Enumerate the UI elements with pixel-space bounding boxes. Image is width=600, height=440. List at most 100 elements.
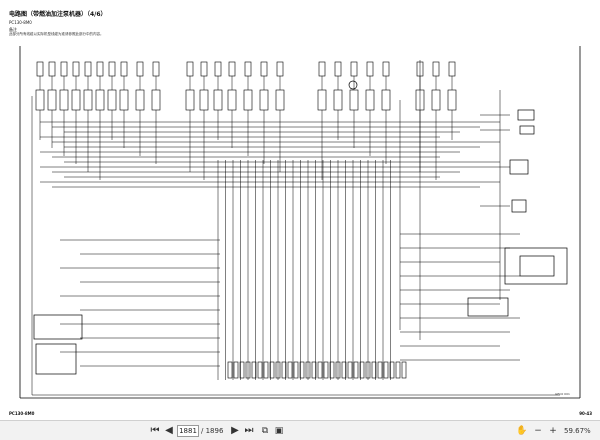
diagram-wires bbox=[31, 60, 560, 396]
connector-body bbox=[259, 89, 269, 111]
connector-bottom bbox=[401, 361, 407, 379]
model-label: PC130-8M0 bbox=[9, 20, 32, 25]
zoom-level: 59.67% bbox=[564, 427, 591, 435]
fit-page-icon[interactable]: ▣ bbox=[274, 426, 284, 436]
connector-top bbox=[186, 61, 194, 77]
connector-top bbox=[48, 61, 56, 77]
connector-top bbox=[96, 61, 104, 77]
connector-body bbox=[95, 89, 105, 111]
zoom-in-icon[interactable]: + bbox=[549, 426, 557, 436]
connector-top bbox=[200, 61, 208, 77]
connector-body bbox=[213, 89, 223, 111]
connector-top bbox=[382, 61, 390, 77]
connector-top bbox=[350, 61, 358, 77]
connector-bottom bbox=[389, 361, 395, 379]
connector-top bbox=[432, 61, 440, 77]
connector-top bbox=[366, 61, 374, 77]
connector-body bbox=[185, 89, 195, 111]
connector-bottom bbox=[305, 361, 311, 379]
connector-top bbox=[260, 61, 268, 77]
document-page: 电路图（带燃油加注泵机器）（4/6） PC130-8M0 备注 此部分所有线缆以… bbox=[9, 11, 592, 416]
note-text: 此部分所有线缆以实际机型线缆为准请参照此部分中的内容。 bbox=[9, 32, 104, 36]
diagram-connectors bbox=[35, 61, 457, 379]
connector-bottom bbox=[395, 361, 401, 379]
connector-top bbox=[416, 61, 424, 77]
connector-top bbox=[84, 61, 92, 77]
connector-bottom bbox=[281, 361, 287, 379]
connector-body bbox=[415, 89, 425, 111]
connector-bottom bbox=[263, 361, 269, 379]
connector-top bbox=[36, 61, 44, 77]
connector-bottom bbox=[329, 361, 335, 379]
connector-bottom bbox=[353, 361, 359, 379]
connector-body bbox=[59, 89, 69, 111]
connector-bottom bbox=[335, 361, 341, 379]
connector-top bbox=[318, 61, 326, 77]
connector-bottom bbox=[323, 361, 329, 379]
previous-page-icon[interactable]: ◀ bbox=[165, 425, 173, 436]
connector-top bbox=[276, 61, 284, 77]
connector-body bbox=[381, 89, 391, 111]
connector-bottom bbox=[383, 361, 389, 379]
connector-body bbox=[107, 89, 117, 111]
connector-body bbox=[431, 89, 441, 111]
connector-top bbox=[228, 61, 236, 77]
connector-bottom bbox=[311, 361, 317, 379]
connector-body bbox=[349, 89, 359, 111]
connector-body bbox=[227, 89, 237, 111]
connector-top bbox=[152, 61, 160, 77]
copy-icon[interactable]: ⧉ bbox=[261, 426, 269, 436]
connector-body bbox=[47, 89, 57, 111]
wiring-diagram bbox=[19, 46, 581, 399]
footer-page-number: 90-43 bbox=[579, 411, 592, 416]
connector-body bbox=[333, 89, 343, 111]
connector-top bbox=[448, 61, 456, 77]
pdf-toolbar: ⏮ ◀ / 1896 ▶ ⏭ ⧉ ▣ ✋ − + 59.67% bbox=[0, 420, 600, 440]
diagram-frame bbox=[19, 46, 581, 399]
connector-bottom bbox=[377, 361, 383, 379]
footer-model: PC130-8M0 bbox=[9, 411, 35, 416]
note-label: 备注 bbox=[9, 27, 17, 32]
connector-bottom bbox=[275, 361, 281, 379]
connector-bottom bbox=[341, 361, 347, 379]
connector-top bbox=[244, 61, 252, 77]
hand-tool-icon[interactable]: ✋ bbox=[516, 426, 528, 436]
connector-body bbox=[317, 89, 327, 111]
first-page-icon[interactable]: ⏮ bbox=[150, 425, 160, 436]
connector-top bbox=[214, 61, 222, 77]
connector-bottom bbox=[317, 361, 323, 379]
connector-body bbox=[365, 89, 375, 111]
zoom-out-icon[interactable]: − bbox=[534, 426, 542, 436]
connector-body bbox=[275, 89, 285, 111]
connector-body bbox=[135, 89, 145, 111]
connector-bottom bbox=[251, 361, 257, 379]
connector-top bbox=[108, 61, 116, 77]
connector-top bbox=[120, 61, 128, 77]
connector-body bbox=[243, 89, 253, 111]
connector-top bbox=[60, 61, 68, 77]
connector-bottom bbox=[239, 361, 245, 379]
connector-bottom bbox=[359, 361, 365, 379]
connector-bottom bbox=[371, 361, 377, 379]
connector-body bbox=[199, 89, 209, 111]
connector-body bbox=[119, 89, 129, 111]
connector-body bbox=[447, 89, 457, 111]
connector-body bbox=[151, 89, 161, 111]
connector-body bbox=[35, 89, 45, 111]
sheet-label: GEC0 001 bbox=[555, 392, 570, 396]
connector-top bbox=[334, 61, 342, 77]
diagram-boxes bbox=[33, 80, 568, 375]
connector-top bbox=[72, 61, 80, 77]
last-page-icon[interactable]: ⏭ bbox=[244, 425, 254, 436]
page-number-input[interactable] bbox=[177, 425, 199, 437]
connector-bottom bbox=[365, 361, 371, 379]
connector-body bbox=[83, 89, 93, 111]
connector-bottom bbox=[233, 361, 239, 379]
connector-bottom bbox=[227, 361, 233, 379]
connector-bottom bbox=[293, 361, 299, 379]
page-total: / 1896 bbox=[201, 427, 224, 435]
next-page-icon[interactable]: ▶ bbox=[231, 425, 239, 436]
connector-bottom bbox=[257, 361, 263, 379]
connector-bottom bbox=[299, 361, 305, 379]
